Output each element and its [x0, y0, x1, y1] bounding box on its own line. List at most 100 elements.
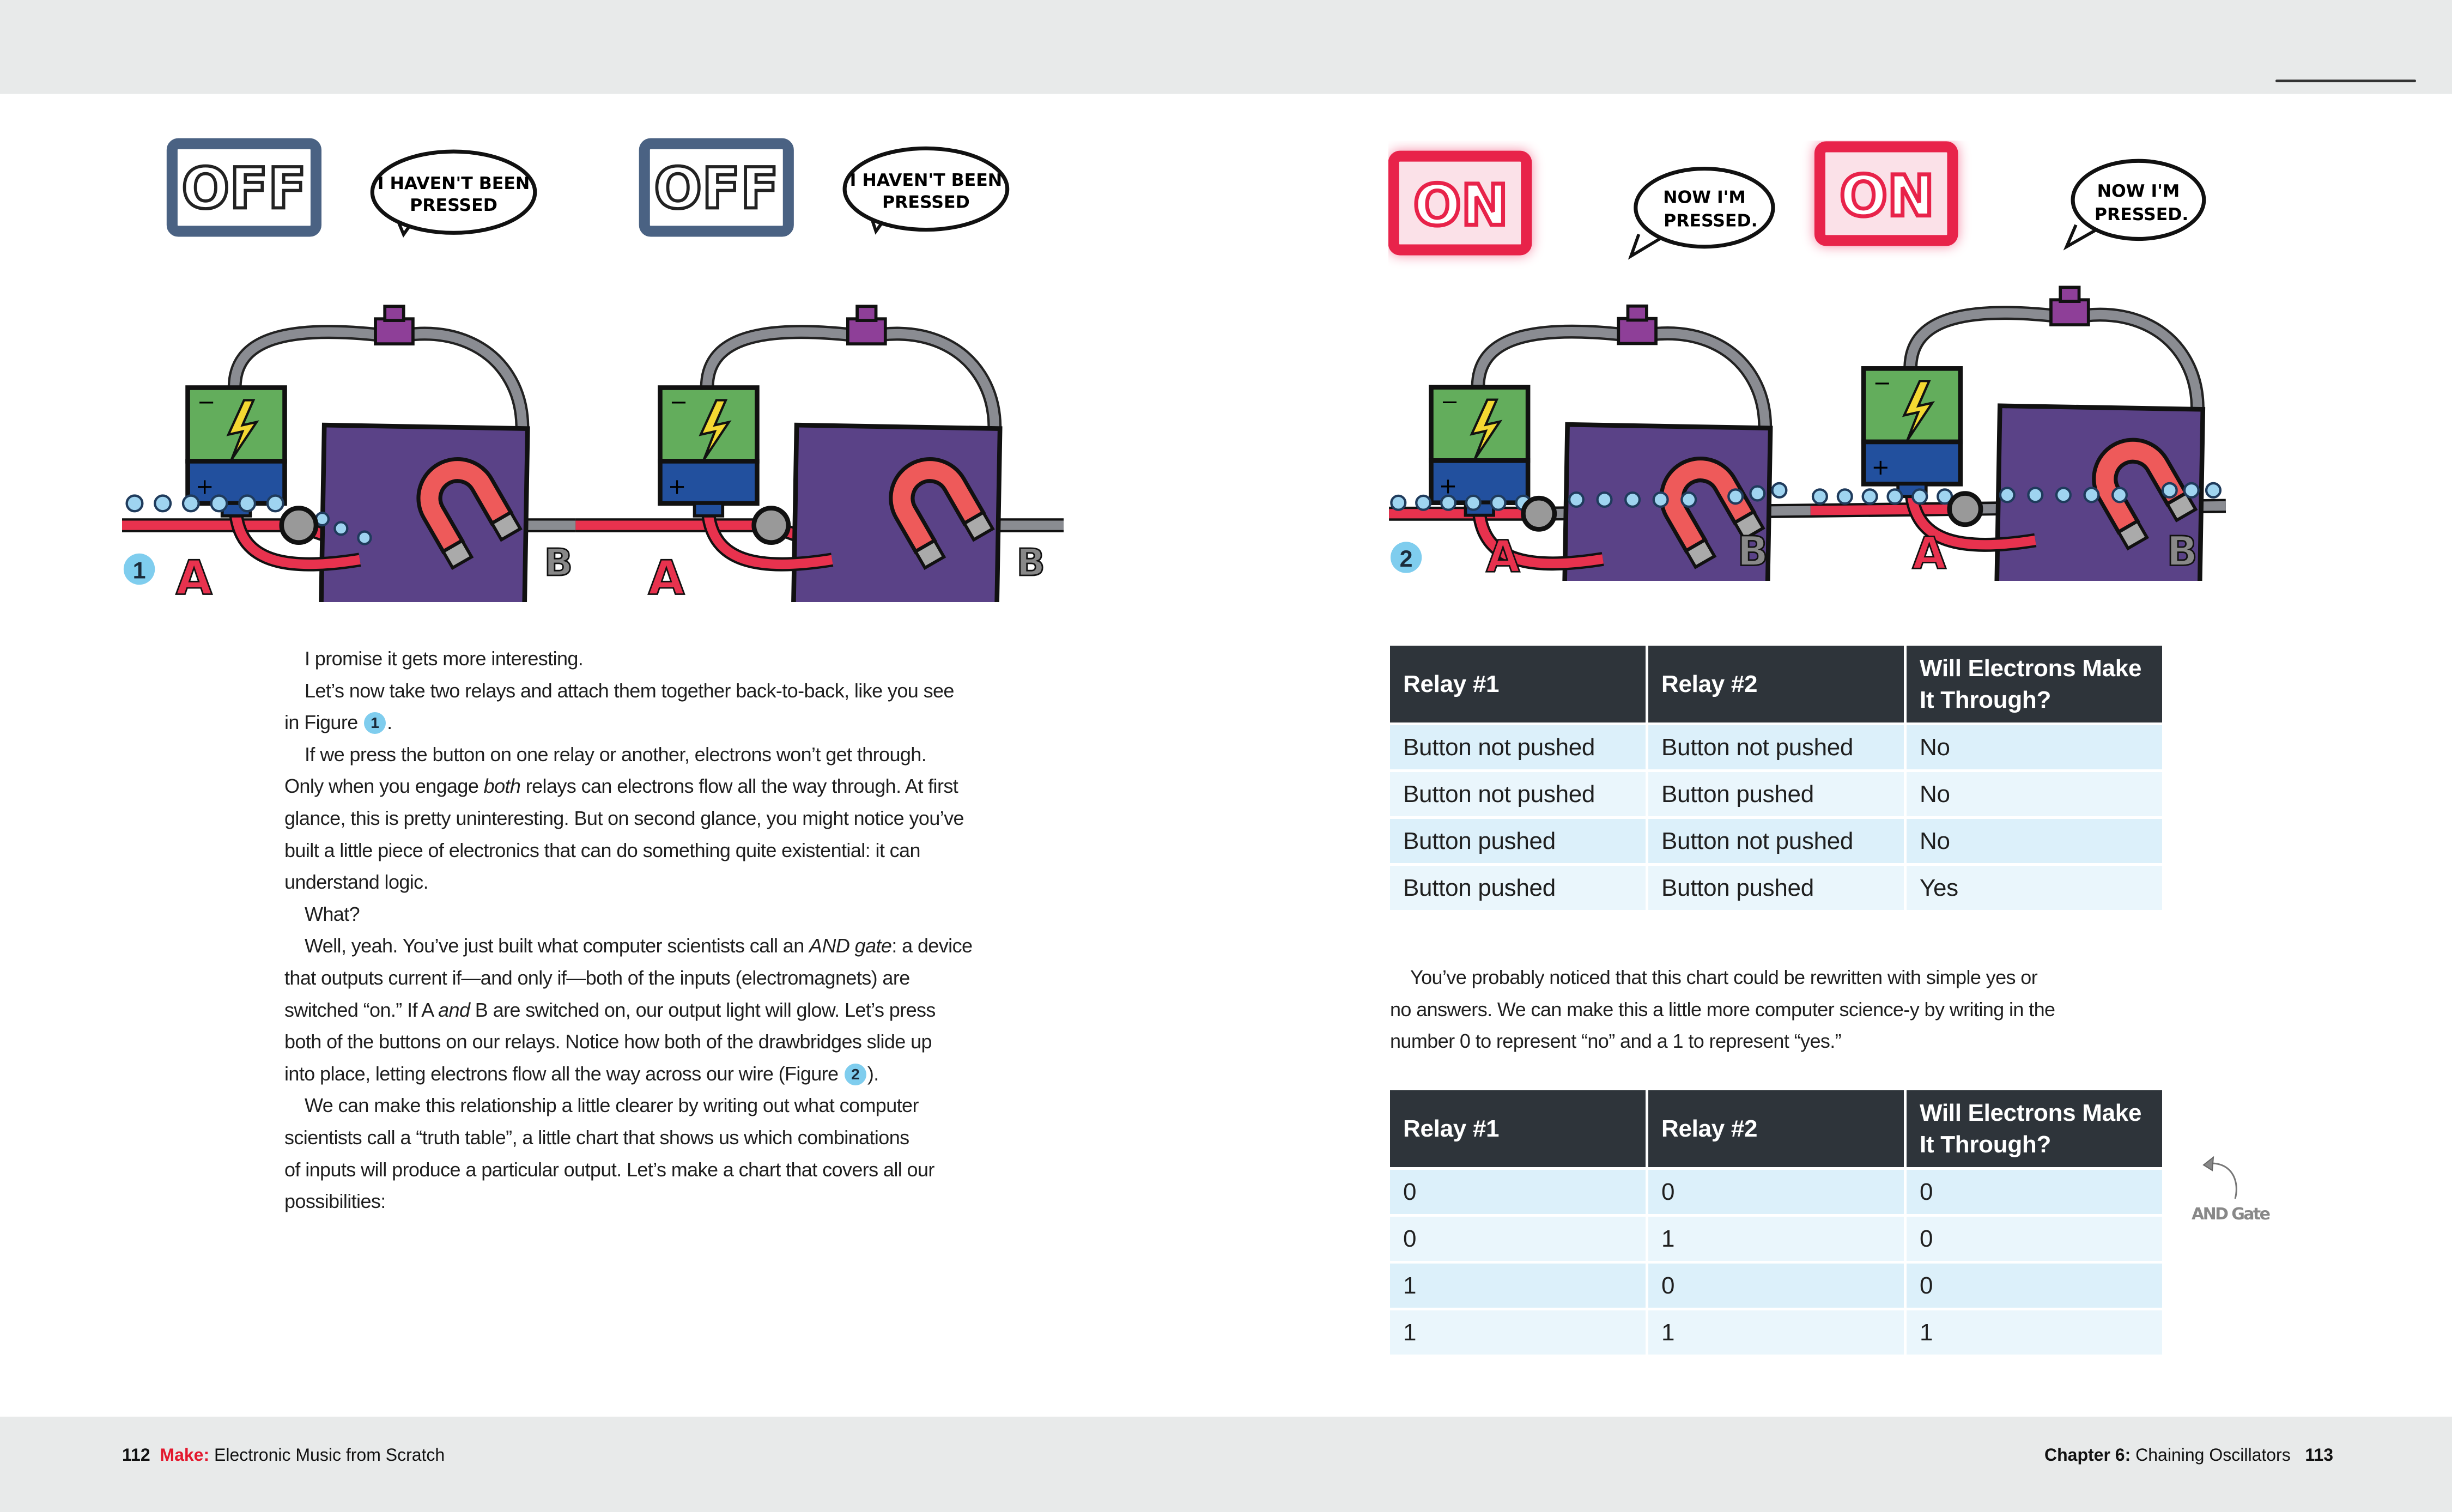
table-cell: 0 — [1648, 1264, 1904, 1308]
column-header: Will Electrons Make It Through? — [1907, 646, 2162, 722]
table-cell: 1 — [1390, 1264, 1646, 1308]
label-a: A — [176, 551, 213, 602]
figure-2-illustration: ON ON NOW I'M PRESSED. NOW I'M PRESSED. … — [1388, 141, 2226, 581]
off-sign: OFF — [166, 138, 321, 237]
svg-text:PRESSED.: PRESSED. — [2095, 205, 2188, 224]
text-span: . — [387, 711, 392, 734]
table-cell: 1 — [1907, 1310, 2162, 1355]
text-line: built a little piece of electronics that… — [284, 839, 920, 861]
electron-dots — [1390, 482, 2222, 511]
label-a: A — [1912, 528, 1946, 579]
pivot-icon — [1521, 495, 1557, 532]
svg-text:PRESSED: PRESSED — [410, 196, 497, 215]
text-span: : a device — [891, 934, 973, 957]
text-line: no answers. We can make this a little mo… — [1390, 998, 2055, 1021]
text-line: switched “on.” If A and B are switched o… — [284, 994, 972, 1027]
table-cell: Button not pushed — [1648, 725, 1904, 769]
text-span: into place, letting electrons flow all t… — [284, 1062, 843, 1085]
svg-text:NOW I'M: NOW I'M — [1663, 188, 1746, 208]
figure-ref-badge[interactable]: 1 — [364, 712, 386, 734]
figure-number: 2 — [1400, 546, 1413, 572]
svg-text:NOW I'M: NOW I'M — [2097, 181, 2180, 201]
label-a: A — [648, 551, 685, 602]
on-sign: ON — [1814, 141, 1958, 246]
truth-table-binary: Relay #1 Relay #2 Will Electrons Make It… — [1387, 1088, 2165, 1357]
text-span: B are switched on, our output light will… — [470, 998, 936, 1021]
footer-right: Chapter 6: Chaining Oscillators 113 — [2044, 1445, 2333, 1465]
footer-left: 112 Make: Electronic Music from Scratch — [122, 1445, 445, 1465]
text-line: What? — [305, 902, 360, 925]
truth-table-words: Relay #1 Relay #2 Will Electrons Make It… — [1387, 643, 2165, 913]
table-cell: 0 — [1907, 1264, 2162, 1308]
table-cell: Button pushed — [1390, 819, 1646, 863]
pivot-icon — [279, 506, 319, 545]
text-line: We can make this relationship a little c… — [305, 1094, 919, 1117]
emphasis: and — [438, 998, 470, 1021]
text-line: of inputs will produce a particular outp… — [284, 1158, 934, 1181]
label-b: B — [544, 541, 573, 585]
text-line: both of the buttons on our relays. Notic… — [284, 1030, 932, 1053]
label-b: B — [1737, 527, 1768, 575]
svg-text:I HAVEN'T BEEN: I HAVEN'T BEEN — [850, 171, 1003, 190]
emphasis: both — [483, 775, 521, 798]
text-span: ). — [867, 1062, 879, 1085]
svg-text:I HAVEN'T BEEN: I HAVEN'T BEEN — [378, 174, 530, 193]
text-line: in Figure 1. — [284, 707, 972, 739]
text-line: I promise it gets more interesting. — [305, 647, 584, 670]
table-cell: 1 — [1648, 1310, 1904, 1355]
speech-bubble: I HAVEN'T BEEN PRESSED — [842, 146, 1010, 235]
text-span: in Figure — [284, 711, 363, 734]
table-cell: 0 — [1648, 1170, 1904, 1214]
relay-1 — [188, 306, 528, 602]
table-cell: Button not pushed — [1390, 772, 1646, 816]
pivot-icon — [1947, 491, 1983, 527]
page-number: 112 — [122, 1445, 150, 1465]
table-cell: 1 — [1390, 1310, 1646, 1355]
relay-1 — [1431, 306, 1770, 581]
table-cell: Button pushed — [1648, 866, 1904, 910]
column-header: Relay #1 — [1390, 1090, 1646, 1167]
figure-ref-badge[interactable]: 2 — [844, 1063, 866, 1085]
table-cell: No — [1907, 772, 2162, 816]
text-line: that outputs current if—and only if—both… — [284, 966, 910, 989]
on-sign: ON — [1388, 150, 1532, 256]
text-line: into place, letting electrons flow all t… — [284, 1058, 972, 1090]
text-line: glance, this is pretty uninteresting. Bu… — [284, 806, 964, 829]
right-body-text: You’ve probably noticed that this chart … — [1390, 962, 2055, 1058]
brand-logo: Make: — [160, 1445, 210, 1465]
curved-arrow-icon — [2211, 1162, 2237, 1199]
table-cell: No — [1907, 819, 2162, 863]
table-cell: Button pushed — [1390, 866, 1646, 910]
figure-1-illustration: OFF OFF I HAVEN'T BEEN PRESSED I HAVEN'T… — [122, 138, 1064, 602]
table-cell: 1 — [1648, 1217, 1904, 1261]
table-cell: No — [1907, 725, 2162, 769]
emphasis: AND gate — [809, 934, 892, 957]
table-cell: Yes — [1907, 866, 2162, 910]
page-curl-line — [2275, 80, 2416, 82]
text-line: number 0 to represent “no” and a 1 to re… — [1390, 1030, 1842, 1053]
column-header: Relay #2 — [1648, 1090, 1904, 1167]
text-line: Only when you engage both relays can ele… — [284, 770, 972, 803]
text-line: understand logic. — [284, 871, 429, 894]
table-cell: 0 — [1390, 1217, 1646, 1261]
and-gate-annotation: AND Gate — [2192, 1156, 2271, 1224]
speech-bubble: I HAVEN'T BEEN PRESSED — [370, 149, 537, 238]
table-cell: Button pushed — [1648, 772, 1904, 816]
text-line: If we press the button on one relay or a… — [305, 743, 927, 766]
table-cell: 0 — [1390, 1170, 1646, 1214]
annotation-label: AND Gate — [2192, 1205, 2271, 1224]
table-cell: Button not pushed — [1390, 725, 1646, 769]
text-line: possibilities: — [284, 1190, 386, 1213]
text-line: scientists call a “truth table”, a littl… — [284, 1126, 909, 1149]
table-cell: 0 — [1907, 1170, 2162, 1214]
relay-2 — [660, 306, 1000, 602]
top-margin-band — [0, 0, 2452, 94]
text-span: relays can electrons flow all the way th… — [520, 775, 958, 798]
